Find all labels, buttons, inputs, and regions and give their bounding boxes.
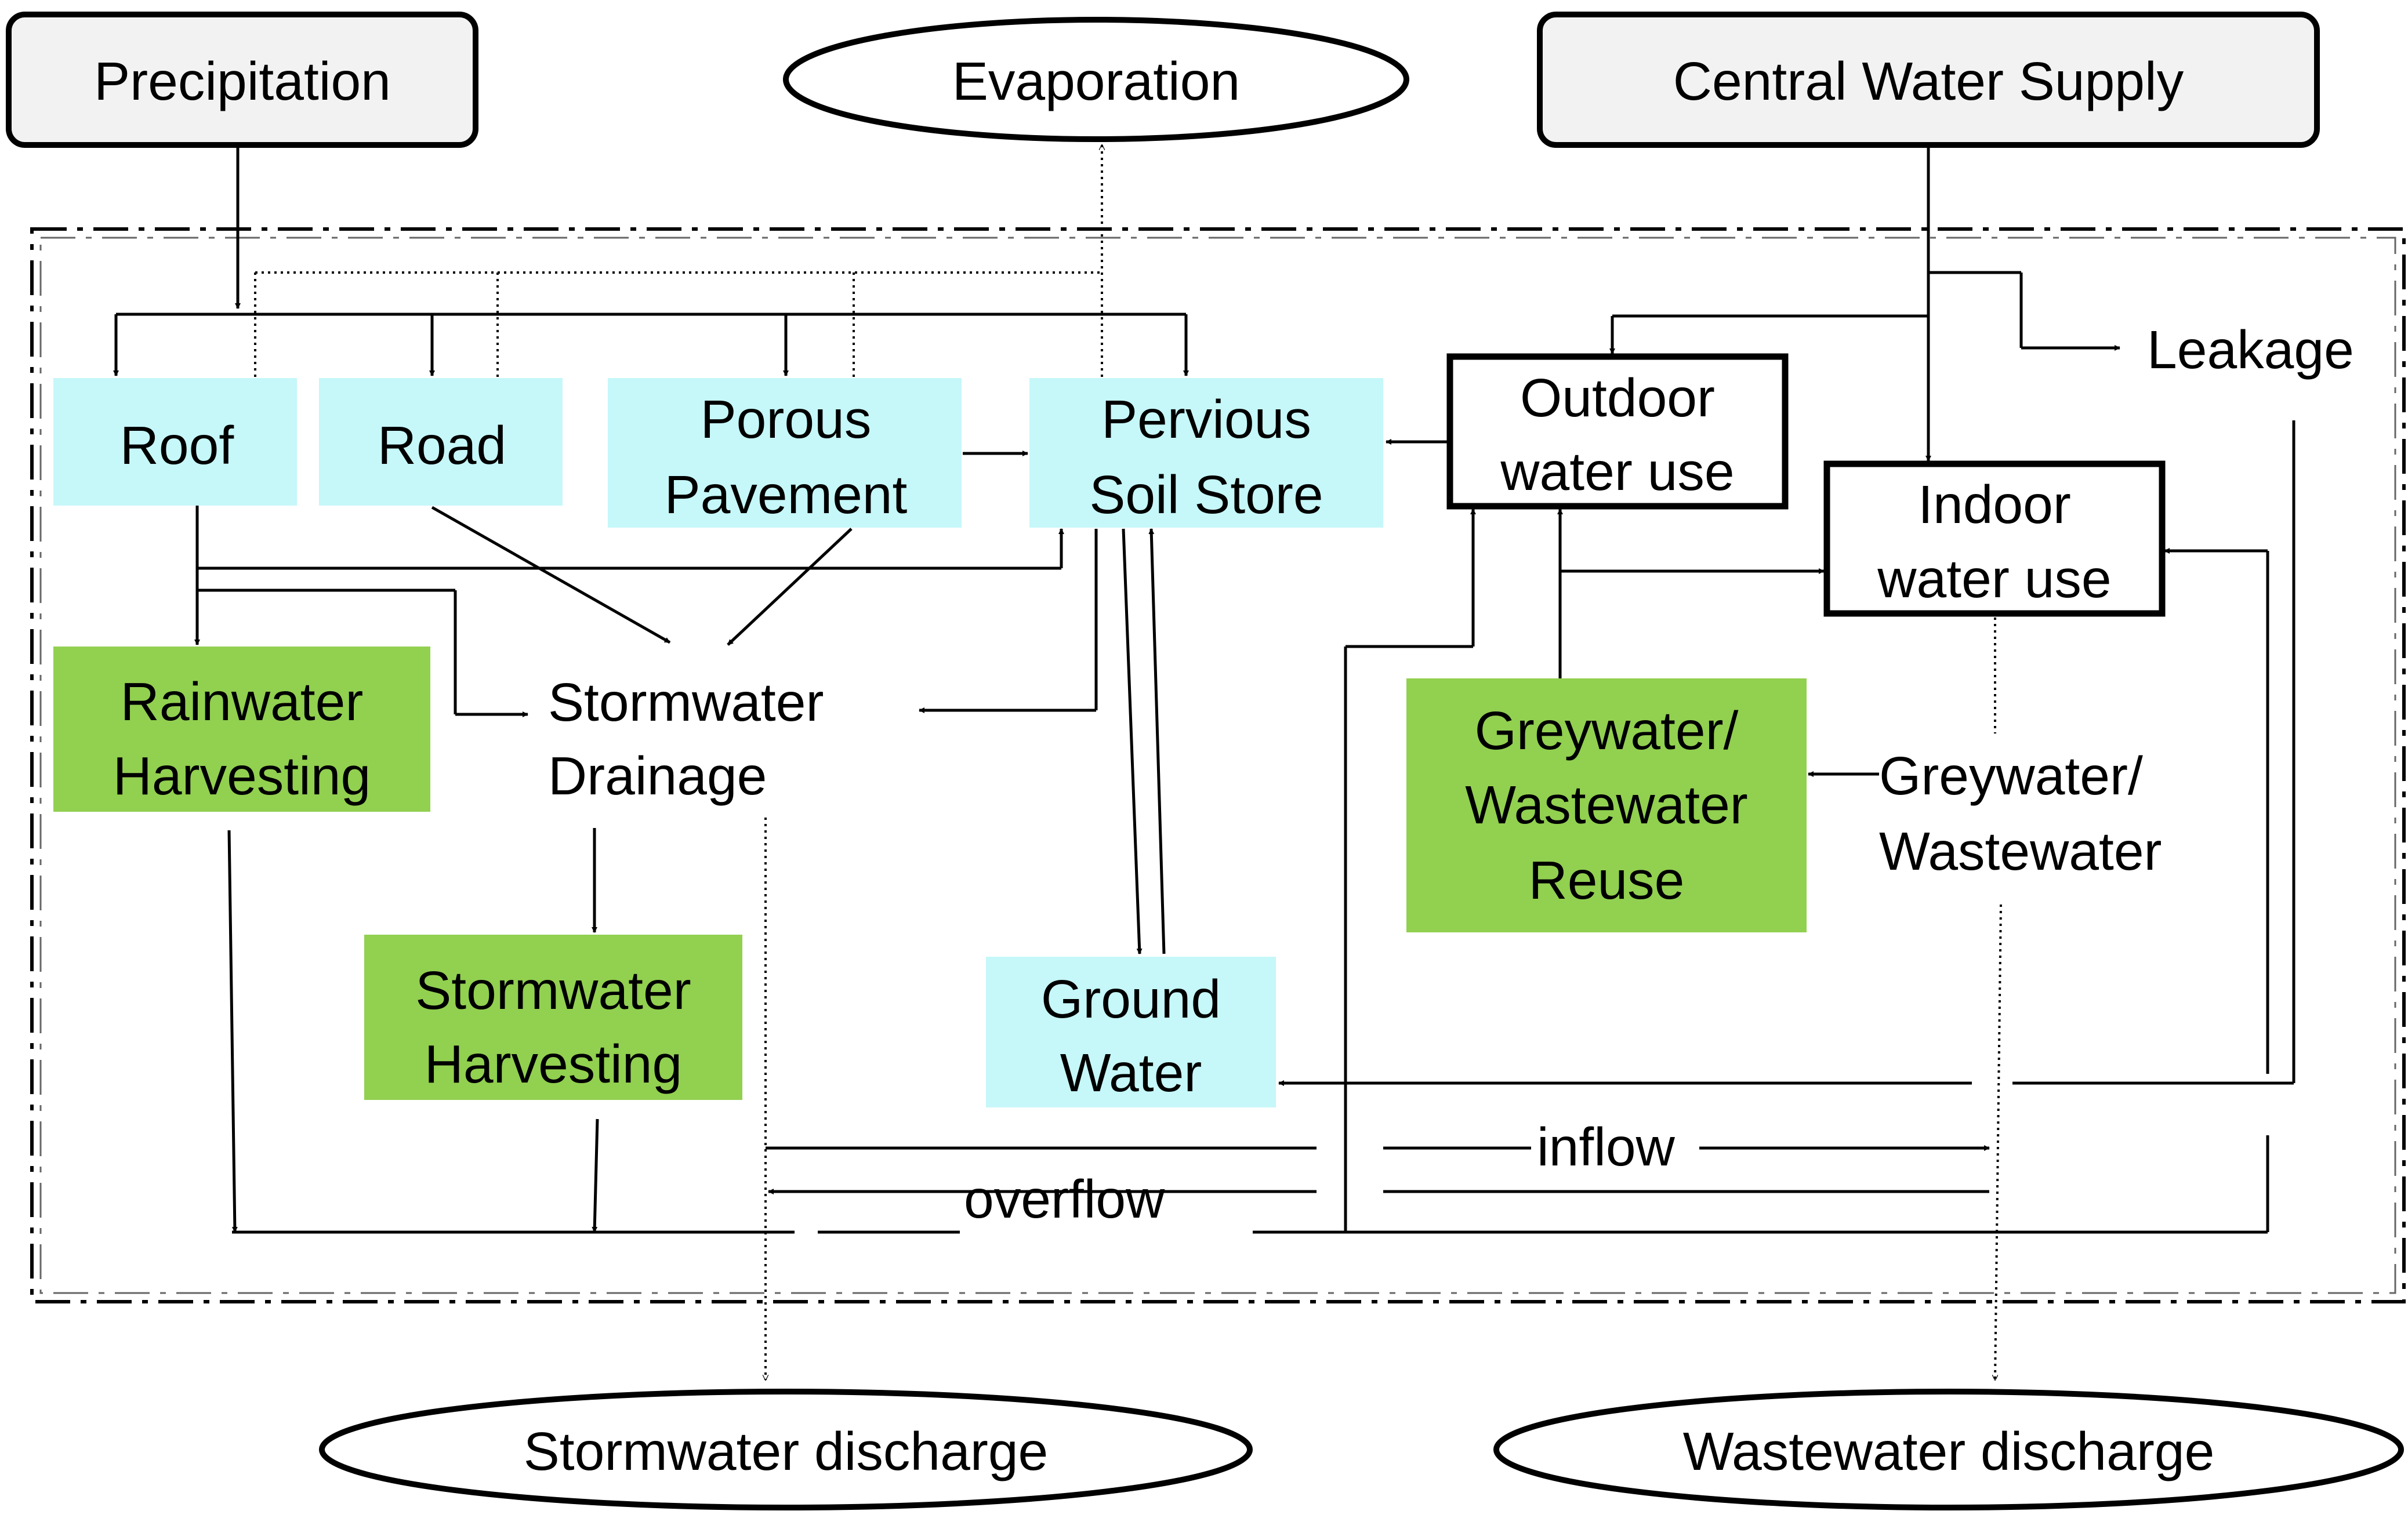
connectors	[113, 145, 2295, 1380]
pervious-soil-store-box: Pervious Soil Store	[1029, 378, 1383, 528]
roof-box: Roof	[53, 378, 297, 506]
wastewater-discharge-ellipse: Wastewater discharge	[1493, 1389, 2404, 1510]
inflow-label: inflow	[1537, 1117, 1676, 1177]
system-boundary-inner	[39, 237, 2396, 1294]
ground-water-line-1: Ground	[1041, 969, 1221, 1029]
pervious-soil-store-line-2: Soil Store	[1089, 464, 1323, 525]
road-box: Road	[319, 378, 563, 506]
system-boundary	[30, 227, 2406, 1303]
leakage-label: Leakage	[2147, 319, 2354, 380]
greywater-wastewater-line-1: Greywater/	[1879, 746, 2143, 806]
road-label: Road	[378, 415, 506, 475]
indoor-water-use-line-1: Indoor	[1918, 474, 2071, 535]
precipitation-box: Precipitation	[6, 12, 478, 148]
ground-water-box: Ground Water	[986, 957, 1276, 1107]
porous-pavement-line-2: Pavement	[665, 464, 908, 525]
wastewater-discharge-label: Wastewater discharge	[1683, 1421, 2215, 1481]
stormwater-harvesting-line-2: Harvesting	[425, 1034, 683, 1094]
outdoor-water-use-line-2: water use	[1500, 441, 1734, 502]
greywater-wastewater-line-2: Wastewater	[1879, 821, 2162, 881]
stormwater-drainage-line-2: Drainage	[548, 746, 767, 806]
evaporation-label: Evaporation	[952, 51, 1240, 111]
stormwater-harvesting-line-1: Stormwater	[415, 960, 691, 1020]
precipitation-label: Precipitation	[94, 51, 391, 111]
indoor-water-use-line-2: water use	[1877, 549, 2111, 609]
greywater-wastewater-reuse-box: Greywater/ Wastewater Reuse	[1406, 678, 1807, 932]
ground-water-line-2: Water	[1060, 1043, 1202, 1103]
outdoor-water-use-line-1: Outdoor	[1520, 368, 1715, 428]
stormwater-harvesting-box: Stormwater Harvesting	[364, 935, 742, 1100]
rainwater-harvesting-box: Rainwater Harvesting	[53, 647, 430, 812]
central-water-supply-box: Central Water Supply	[1537, 12, 2320, 148]
stormwater-discharge-label: Stormwater discharge	[524, 1421, 1049, 1481]
stormwater-discharge-ellipse: Stormwater discharge	[319, 1389, 1253, 1510]
pervious-soil-store-line-1: Pervious	[1101, 389, 1311, 449]
rainwater-harvesting-line-1: Rainwater	[121, 671, 364, 732]
central-water-supply-label: Central Water Supply	[1673, 51, 2184, 111]
greywater-reuse-line-3: Reuse	[1529, 850, 1685, 910]
rainwater-harvesting-line-2: Harvesting	[113, 746, 371, 806]
overflow-label: overflow	[964, 1169, 1165, 1229]
porous-pavement-box: Porous Pavement	[608, 378, 962, 528]
stormwater-drainage-line-1: Stormwater	[548, 672, 824, 732]
greywater-reuse-line-1: Greywater/	[1475, 700, 1739, 761]
evaporation-ellipse: Evaporation	[783, 17, 1409, 142]
roof-label: Roof	[120, 415, 234, 475]
porous-pavement-line-1: Porous	[701, 389, 872, 449]
indoor-water-use-box: Indoor water use	[1823, 460, 2166, 617]
greywater-reuse-line-2: Wastewater	[1465, 775, 1748, 835]
outdoor-water-use-box: Outdoor water use	[1446, 353, 1789, 510]
